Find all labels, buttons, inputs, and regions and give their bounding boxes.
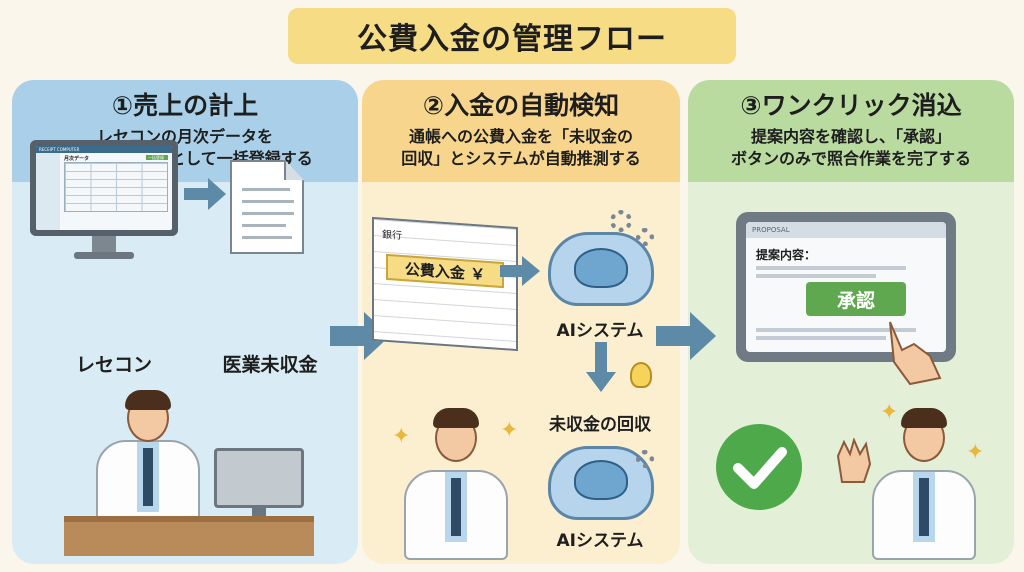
gear-icon xyxy=(636,228,654,246)
panel-desc-line1: 通帳への公費入金を「未収金の xyxy=(408,127,633,146)
panel-heading: ②入金の自動検知 xyxy=(422,91,620,120)
checkmark-icon xyxy=(716,424,802,510)
screen-app-bar: RECEIPT COMPUTER xyxy=(36,146,172,153)
medical-receivables-label: 医業未収金 xyxy=(222,354,318,376)
receivable-collection-label: 未収金の回収 xyxy=(549,415,651,435)
monitor-screen: RECEIPT COMPUTER 月次データ 一括登録 xyxy=(36,146,172,230)
monitor-base xyxy=(74,252,134,259)
brain-icon xyxy=(574,460,628,500)
panel-desc-line2: ボタンのみで照合作業を完了する xyxy=(730,149,971,168)
sparkle-icon: ✦ xyxy=(880,400,899,425)
arrow-down-icon xyxy=(586,342,616,392)
sparkle-icon: ✦ xyxy=(500,418,519,443)
approve-button[interactable]: 承認 xyxy=(806,282,906,316)
tablet-screen: PROPOSAL 提案内容： 承認 xyxy=(746,222,946,352)
deposit-tag: 公費入金 ￥ xyxy=(386,253,504,289)
tablet-device: PROPOSAL 提案内容： 承認 xyxy=(736,212,956,362)
panel-header: ②入金の自動検知 通帳への公費入金を「未収金の 回収」とシステムが自動推測する xyxy=(362,80,680,182)
panel-heading: ③ワンクリック消込 xyxy=(740,91,962,120)
proposal-label: 提案内容： xyxy=(756,248,817,262)
monitor-stand xyxy=(92,236,116,254)
desktop-monitor xyxy=(214,448,304,508)
lightbulb-icon xyxy=(630,362,652,388)
receipt-computer-label: レセコン xyxy=(75,354,152,376)
screen-data-grid xyxy=(64,162,168,212)
page-title: 公費入金の管理フロー xyxy=(288,8,736,64)
bankbook-icon: 銀行 公費入金 ￥ xyxy=(372,216,518,352)
receipt-computer-monitor: RECEIPT COMPUTER 月次データ 一括登録 xyxy=(30,140,178,236)
pointing-hand-icon xyxy=(889,321,942,386)
flow-arrow-icon xyxy=(656,312,716,360)
panel-desc-line2: 回収」とシステムが自動推測する xyxy=(401,149,641,168)
screen-register-button: 一括登録 xyxy=(146,155,168,160)
sparkle-icon: ✦ xyxy=(966,440,985,465)
screen-sidebar xyxy=(36,153,60,230)
gear-icon xyxy=(610,210,632,232)
gear-icon xyxy=(636,450,654,468)
panel-desc-line1: 提案内容を確認し、「承認」 xyxy=(750,127,951,146)
arrow-right-icon xyxy=(184,178,226,210)
arrow-right-icon xyxy=(500,256,540,286)
screen-header: 月次データ xyxy=(64,156,90,162)
ai-system-label: AIシステム xyxy=(556,531,644,551)
ai-system-label: AIシステム xyxy=(556,321,644,341)
bank-label: 銀行 xyxy=(382,229,402,242)
tablet-app-bar: PROPOSAL xyxy=(746,222,946,238)
sparkle-icon: ✦ xyxy=(392,424,411,449)
desk xyxy=(64,516,314,556)
waving-hand-icon xyxy=(836,438,872,483)
panel-heading: ①売上の計上 xyxy=(111,91,259,120)
panel-header: ③ワンクリック消込 提案内容を確認し、「承認」 ボタンのみで照合作業を完了する xyxy=(688,80,1014,182)
brain-icon xyxy=(574,248,628,288)
